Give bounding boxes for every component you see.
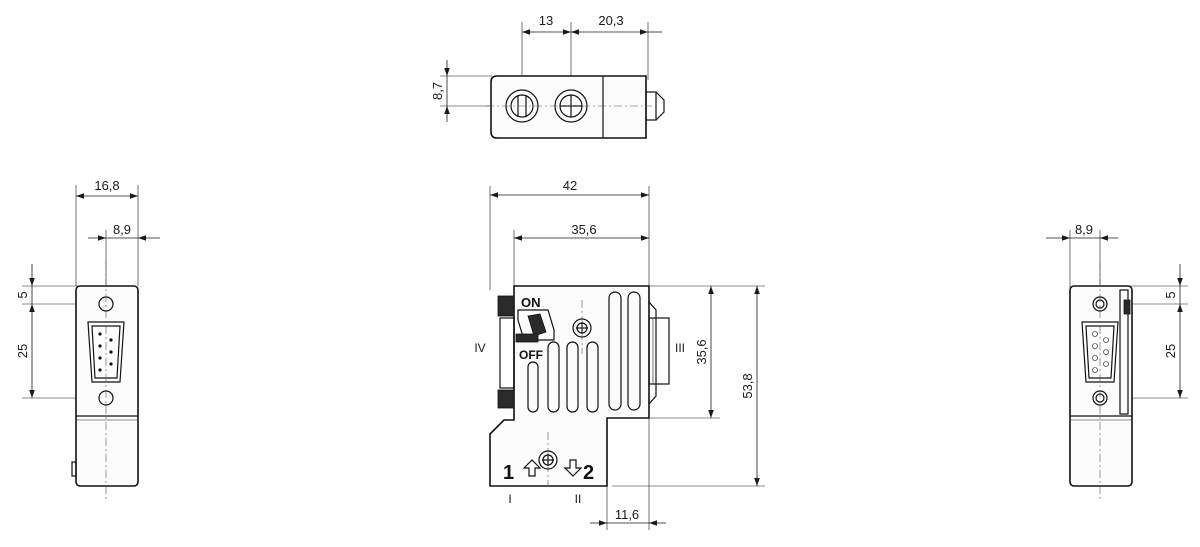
front-height-total-label: 53,8 xyxy=(740,373,755,398)
termination-switch[interactable] xyxy=(515,309,555,343)
left-pin-spacing-label: 25 xyxy=(15,344,30,358)
port-2-label: 2 xyxy=(583,462,594,484)
right-dsub-connector xyxy=(1081,321,1119,383)
side-label-iv: IV xyxy=(474,341,485,355)
left-offset-label: 8,9 xyxy=(113,222,131,237)
port-1-label: 1 xyxy=(503,462,514,484)
arrow-down-icon xyxy=(563,459,583,477)
arrow-up-icon xyxy=(522,459,542,477)
top-width-right-label: 20,3 xyxy=(598,13,623,28)
top-height-label: 8,7 xyxy=(430,82,445,100)
left-body xyxy=(75,285,139,487)
right-offset-label: 8,9 xyxy=(1075,222,1093,237)
right-pin-top-label: 5 xyxy=(1163,291,1178,298)
front-bottom-offset-label: 11,6 xyxy=(615,507,639,522)
left-dsub-connector xyxy=(87,321,125,383)
left-view: 16,8 8,9 5 25 xyxy=(15,178,160,500)
front-view: 42 35,6 35,6 53,8 11,6 ON xyxy=(474,178,765,530)
switch-on-label: ON xyxy=(521,295,541,310)
side-label-iii: III xyxy=(675,341,685,355)
top-view: 13 20,3 8,7 xyxy=(430,13,665,139)
right-view: 8,9 5 25 xyxy=(1046,222,1188,500)
side-label-ii: II xyxy=(575,492,582,506)
front-inner-width-label: 35,6 xyxy=(571,222,596,237)
top-width-left-label: 13 xyxy=(539,13,553,28)
side-label-i: I xyxy=(508,492,511,506)
front-height-upper-label: 35,6 xyxy=(694,339,709,364)
right-pin-spacing-label: 25 xyxy=(1163,344,1178,358)
top-body xyxy=(490,75,647,139)
switch-off-label: OFF xyxy=(519,348,543,362)
front-width-label: 42 xyxy=(563,178,577,193)
left-width-label: 16,8 xyxy=(94,178,119,193)
left-pin-top-label: 5 xyxy=(15,291,30,298)
right-body xyxy=(1069,285,1133,487)
